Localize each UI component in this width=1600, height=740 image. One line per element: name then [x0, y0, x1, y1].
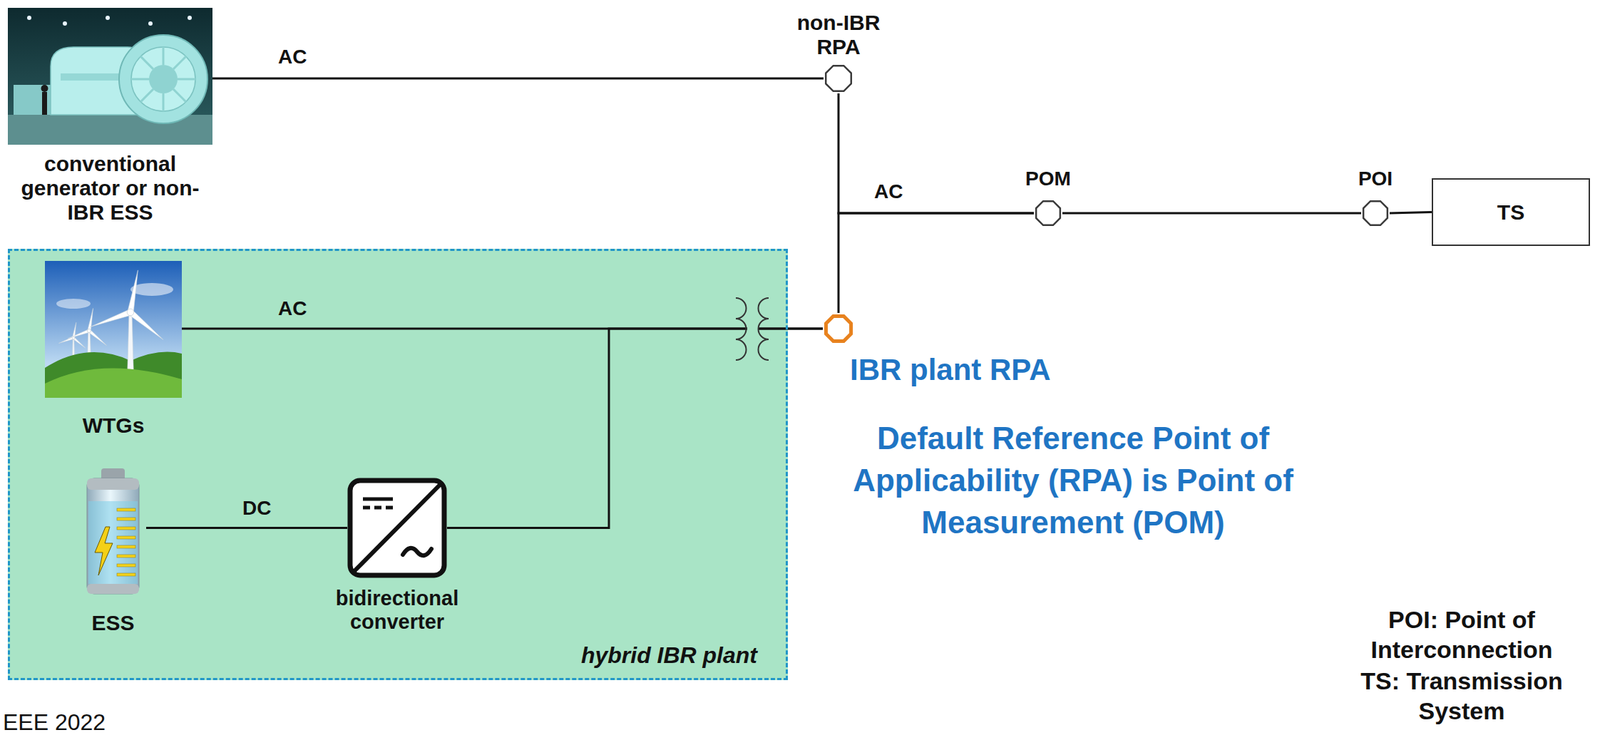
illustration — [79, 467, 147, 597]
battery-picture: ESS — [79, 467, 147, 597]
node-label: IBR plant RPA — [849, 352, 1051, 388]
wire — [838, 213, 1034, 314]
node-label: bidirectional converter — [315, 586, 480, 634]
octagon-outline — [1361, 198, 1390, 228]
node-label: non-IBR RPA — [781, 10, 896, 60]
transformer-gap — [747, 323, 758, 334]
wire — [838, 93, 1034, 214]
wire-label: AC — [874, 180, 903, 204]
grid-box: TS — [1431, 178, 1591, 246]
abbreviation-note: POI: Point of Interconnection — [1340, 604, 1583, 665]
rpa-octagon: non-IBR RPA — [823, 63, 854, 94]
wire-label: AC — [278, 45, 307, 69]
abbreviation-note: TS: Transmission System — [1340, 665, 1583, 726]
transformer-winding — [758, 298, 770, 361]
illustration — [44, 260, 182, 398]
wire — [212, 77, 824, 80]
pom-octagon: POM — [1033, 198, 1063, 228]
region-fill — [7, 248, 788, 681]
node-label: conventional generator or non-IBR ESS — [7, 151, 214, 225]
generator-picture: conventional generator or non-IBR ESS — [7, 7, 213, 145]
wire — [146, 526, 348, 530]
rpa-octagon: IBR plant RPA — [822, 313, 855, 345]
wind-turbine-picture: WTGs — [44, 260, 182, 398]
converter-symbol: bidirectional converter — [347, 477, 448, 579]
transformer-winding — [735, 298, 747, 361]
wire — [447, 328, 823, 529]
octagon-outline — [822, 313, 855, 345]
illustration — [347, 477, 448, 579]
node-label: ESS — [70, 611, 157, 636]
wire-label: DC — [242, 496, 271, 520]
octagon-outline — [823, 63, 854, 94]
node-label: TS — [1497, 200, 1525, 225]
node-label: WTGs — [56, 413, 171, 438]
illustration — [7, 7, 213, 145]
note-text: Default Reference Point of Applicability… — [848, 417, 1298, 544]
node-label: POM — [1008, 167, 1088, 191]
node-label: hybrid IBR plant — [581, 642, 758, 669]
node-label: POI — [1336, 167, 1415, 191]
poi-octagon: POI — [1361, 198, 1390, 228]
wire — [1389, 212, 1432, 214]
copyright-note: EEE 2022 — [2, 708, 106, 736]
octagon-outline — [1033, 198, 1063, 228]
plant-region: hybrid IBR plant WTGsESS bidirectional con… — [7, 248, 788, 681]
wire — [1062, 212, 1362, 215]
wire-label: AC — [278, 297, 307, 321]
